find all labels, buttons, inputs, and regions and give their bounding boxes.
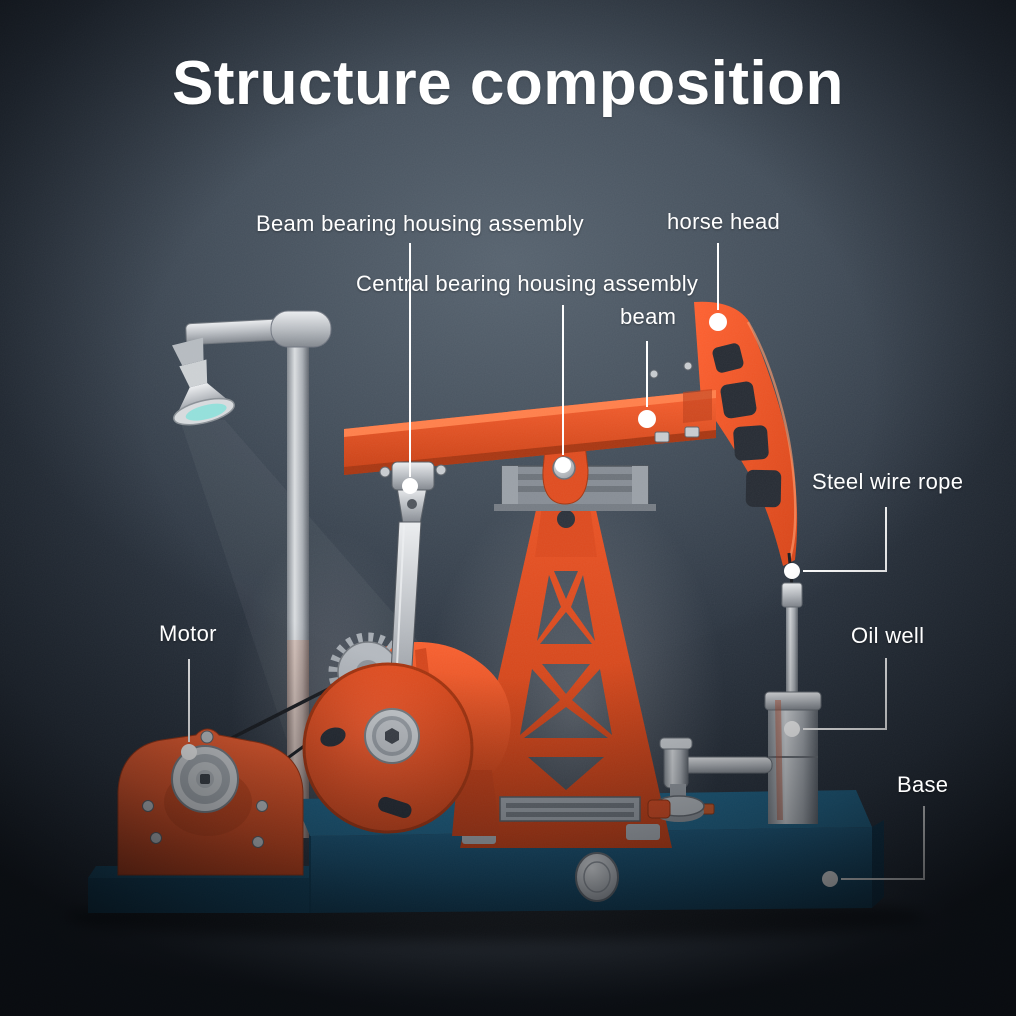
page-title: Structure composition [172, 49, 844, 118]
label-steel-wire-rope: Steel wire rope [812, 469, 964, 494]
label-motor: Motor [159, 621, 217, 646]
callout-dot-base [822, 871, 838, 887]
callout-dot-horse-head [709, 313, 727, 331]
label-base: Base [897, 772, 949, 797]
callout-dot-central-bearing [555, 457, 571, 473]
label-horse-head: horse head [667, 209, 781, 234]
callout-dot-beam [638, 410, 656, 428]
callout-dot-steel-wire [784, 563, 800, 579]
label-beam-bearing-housing: Beam bearing housing assembly [256, 211, 584, 236]
label-oil-well: Oil well [851, 623, 925, 648]
label-beam: beam [620, 304, 677, 329]
callout-dot-motor [181, 744, 197, 760]
callout-dot-beam-bearing [402, 478, 418, 494]
callout-dot-oil-well [784, 721, 800, 737]
label-central-bearing-housing: Central bearing housing assembly [356, 271, 699, 296]
